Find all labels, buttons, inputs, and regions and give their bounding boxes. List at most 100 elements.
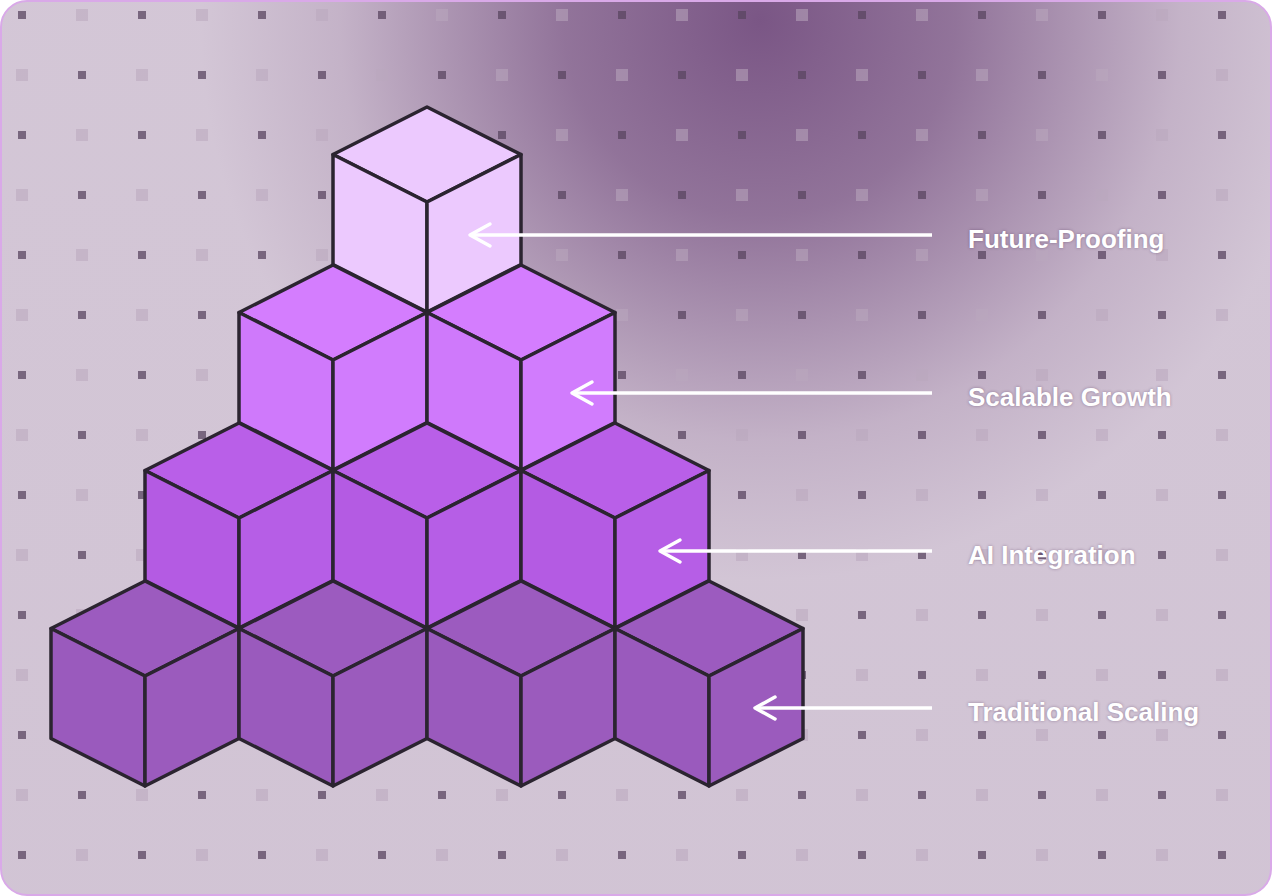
grid-dot — [196, 369, 208, 381]
cube-right — [521, 629, 615, 787]
grid-dot — [736, 309, 748, 321]
grid-dot — [198, 791, 206, 799]
callout-label: Future-Proofing — [968, 226, 1164, 252]
grid-dot — [498, 131, 506, 139]
grid-dot — [738, 851, 746, 859]
leader-arrow — [755, 697, 932, 719]
grid-dot — [1038, 431, 1046, 439]
grid-dot — [16, 309, 28, 321]
grid-dot — [1036, 489, 1048, 501]
grid-dot — [1096, 669, 1108, 681]
grid-dot — [1036, 849, 1048, 861]
grid-dot — [1216, 69, 1228, 81]
grid-dot — [978, 371, 986, 379]
grid-dot — [18, 731, 26, 739]
grid-dot — [1156, 9, 1168, 21]
grid-dot — [978, 131, 986, 139]
grid-dot — [556, 849, 568, 861]
cube-left — [51, 629, 145, 787]
grid-dot — [1038, 191, 1046, 199]
grid-dot — [1098, 491, 1106, 499]
grid-dot — [1216, 789, 1228, 801]
grid-dot — [678, 311, 686, 319]
grid-dot — [918, 431, 926, 439]
grid-dot — [18, 251, 26, 259]
arrow-head — [470, 224, 490, 246]
grid-dot — [1098, 851, 1106, 859]
leader-line — [662, 549, 932, 553]
cube-pyramid — [51, 107, 803, 786]
cube — [51, 581, 239, 786]
grid-dot — [556, 249, 568, 261]
grid-dot — [918, 791, 926, 799]
grid-dot — [76, 129, 88, 141]
grid-dot — [18, 11, 26, 19]
cube-right — [145, 629, 239, 787]
grid-dot — [1098, 371, 1106, 379]
grid-dot — [258, 131, 266, 139]
grid-dot — [918, 191, 926, 199]
grid-dot — [798, 791, 806, 799]
grid-dot — [1216, 549, 1228, 561]
grid-dot — [556, 9, 568, 21]
grid-dot — [858, 611, 866, 619]
grid-dot — [918, 71, 926, 79]
grid-dot — [76, 489, 88, 501]
cube — [615, 581, 803, 786]
grid-dot — [796, 609, 808, 621]
grid-dot — [138, 251, 146, 259]
grid-dot — [378, 11, 386, 19]
grid-dot — [616, 69, 628, 81]
grid-dot — [1036, 9, 1048, 21]
grid-dot — [678, 431, 686, 439]
grid-dot — [676, 369, 688, 381]
grid-dot — [856, 69, 868, 81]
grid-dot — [1156, 129, 1168, 141]
grid-dot — [318, 71, 326, 79]
grid-dot — [1038, 671, 1046, 679]
grid-dot — [556, 129, 568, 141]
grid-dot — [1038, 311, 1046, 319]
grid-dot — [976, 429, 988, 441]
grid-dot — [78, 551, 86, 559]
grid-dot — [678, 191, 686, 199]
grid-dot — [496, 69, 508, 81]
grid-dot — [16, 189, 28, 201]
grid-dot — [78, 71, 86, 79]
grid-dot — [1158, 671, 1166, 679]
grid-dot — [858, 491, 866, 499]
grid-dot — [856, 789, 868, 801]
grid-dot — [16, 789, 28, 801]
grid-dot — [616, 309, 628, 321]
grid-dot — [678, 71, 686, 79]
grid-dot — [76, 249, 88, 261]
grid-dot — [736, 69, 748, 81]
callout-label: AI Integration — [968, 542, 1136, 568]
grid-dot — [436, 9, 448, 21]
grid-dot — [618, 371, 626, 379]
grid-dot — [858, 251, 866, 259]
grid-dot — [16, 549, 28, 561]
grid-dot — [738, 491, 746, 499]
grid-dot — [318, 191, 326, 199]
grid-dot — [136, 189, 148, 201]
grid-dot — [258, 251, 266, 259]
grid-dot — [676, 9, 688, 21]
grid-dot — [18, 491, 26, 499]
grid-dot — [16, 429, 28, 441]
grid-dot — [916, 9, 928, 21]
arrow-head — [755, 697, 775, 719]
grid-dot — [858, 851, 866, 859]
grid-dot — [916, 249, 928, 261]
grid-dot — [978, 491, 986, 499]
grid-dot — [676, 249, 688, 261]
grid-dot — [138, 11, 146, 19]
grid-dot — [1156, 489, 1168, 501]
grid-dot — [16, 69, 28, 81]
grid-dot — [916, 129, 928, 141]
grid-dot — [918, 671, 926, 679]
grid-dot — [976, 309, 988, 321]
grid-dot — [1156, 849, 1168, 861]
grid-dot — [796, 849, 808, 861]
